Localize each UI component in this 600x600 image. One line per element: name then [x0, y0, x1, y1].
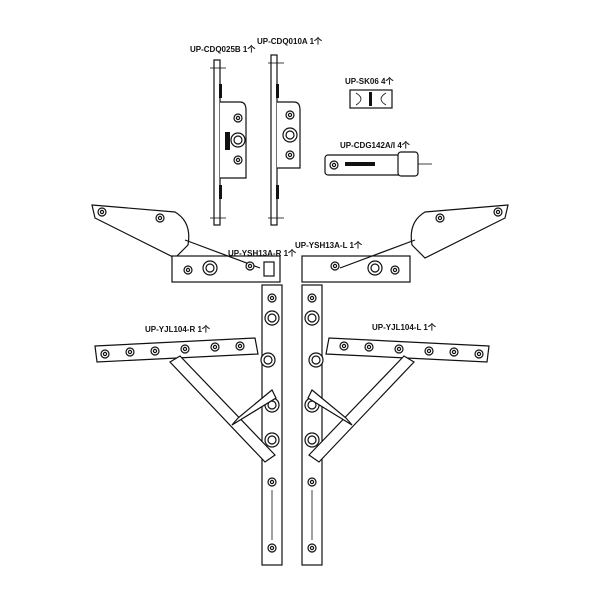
part-cdq025b: [210, 59, 247, 226]
part-cdg142a: [324, 151, 432, 177]
label-ysh13a-l: UP-YSH13A-L 1个: [295, 240, 363, 250]
label-sk06: UP-SK06 4个: [345, 76, 394, 86]
part-yjl104-l: [301, 284, 490, 566]
part-ysh13a-r: [91, 204, 281, 283]
part-cdq010a: [268, 54, 301, 226]
label-cdg142a: UP-CDG142A/I 4个: [340, 140, 411, 150]
part-yjl104-r: [94, 284, 283, 566]
label-cdq010a: UP-CDQ010A 1个: [257, 36, 323, 46]
part-ysh13a-l: [301, 204, 509, 283]
label-yjl104-r: UP-YJL104-R 1个: [145, 324, 211, 334]
label-cdq025b: UP-CDQ025B 1个: [190, 44, 256, 54]
part-sk06: [349, 89, 393, 109]
label-yjl104-l: UP-YJL104-L 1个: [372, 322, 437, 332]
label-ysh13a-r: UP-YSH13A-R 1个: [228, 248, 297, 258]
